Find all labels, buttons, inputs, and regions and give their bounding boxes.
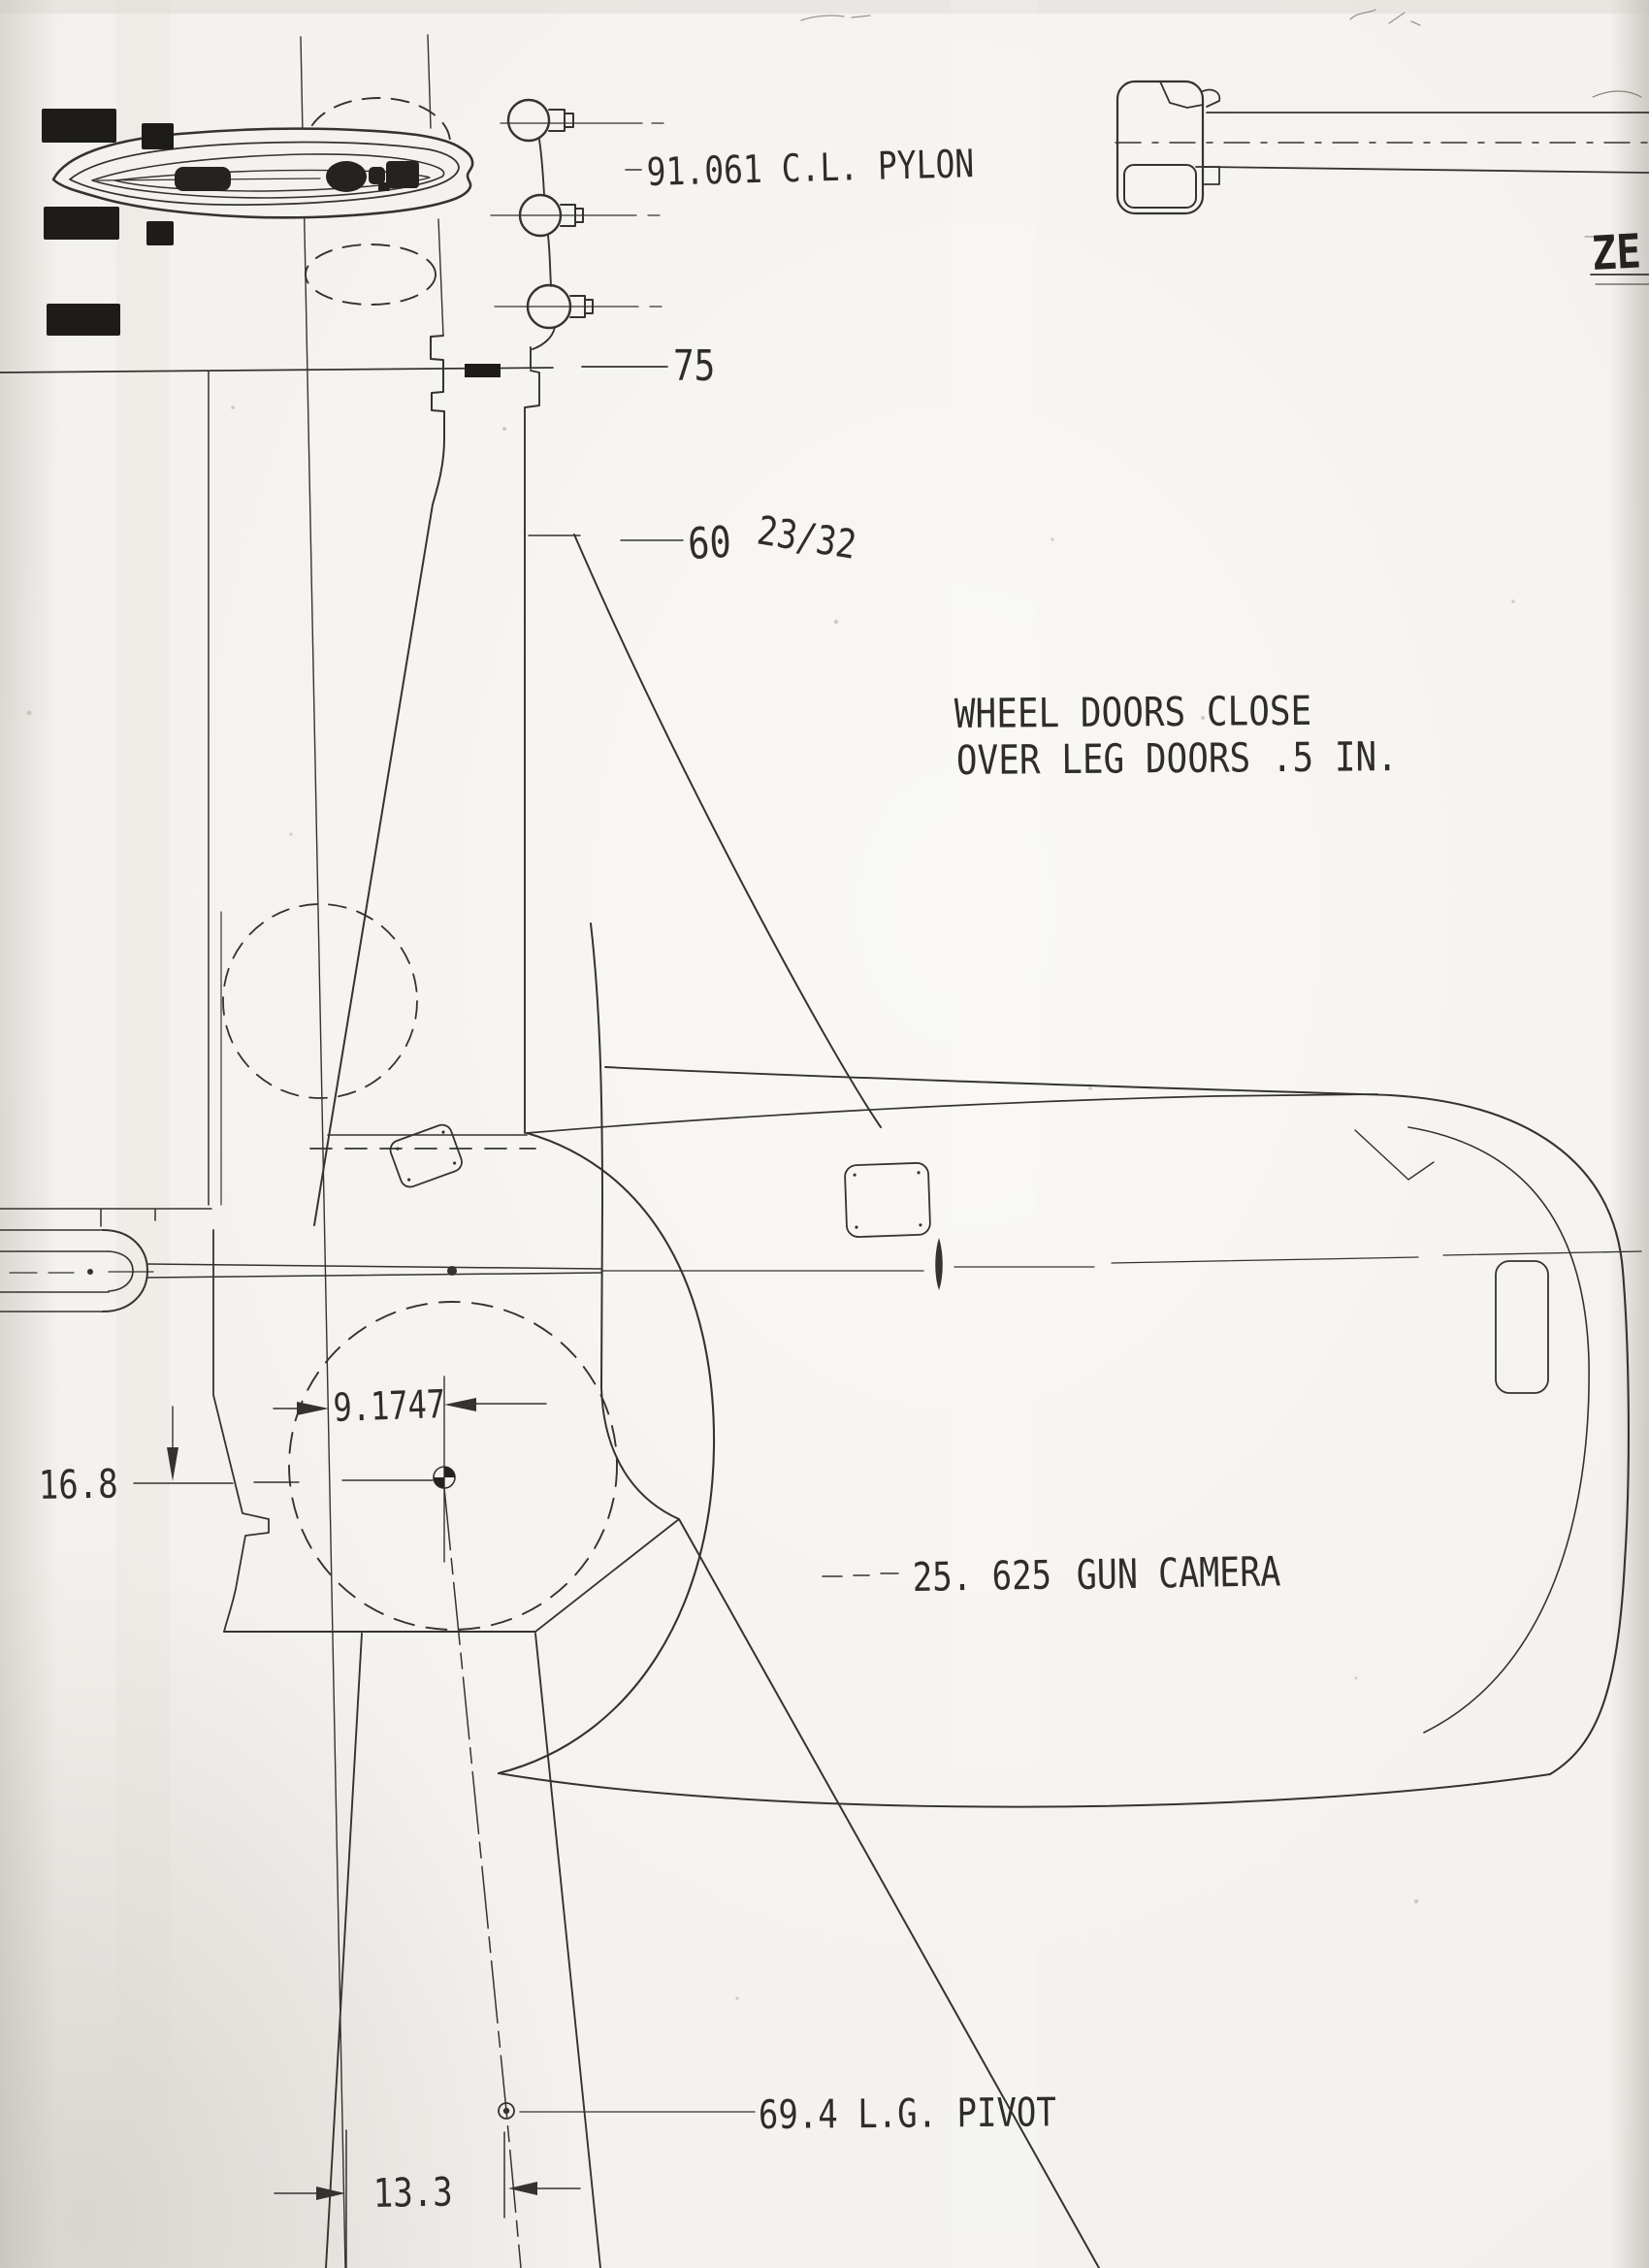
gun-rod (146, 1263, 602, 1279)
wheel-door-edge (534, 1518, 680, 1633)
fuselage-plan-view (325, 923, 1642, 2268)
gear-leg-lines (325, 1633, 601, 2268)
latch-detail (1159, 81, 1221, 109)
inboard-structure (0, 371, 602, 1633)
spinner-cap-outer (102, 1229, 148, 1312)
label-station-60: 60 (687, 516, 732, 568)
lg-pivot-symbol (498, 2102, 515, 2120)
drop-tank-plan-view (51, 127, 474, 337)
station-75-line (0, 366, 668, 373)
edge-stamp-lines (1584, 236, 1649, 285)
gun-tube-lines (0, 1229, 110, 1312)
sway-brace-fittings (490, 98, 664, 350)
pylon-right-edge (524, 346, 540, 1134)
fuselage-left-edge (590, 923, 1100, 2268)
centerline-dot (447, 1266, 457, 1276)
page-curl-mark (1592, 90, 1642, 98)
reference-lines (0, 34, 668, 2268)
tail-access-panel (1495, 1260, 1549, 1394)
tail-cap-inner (1407, 1126, 1590, 1733)
label-gun-camera: GUN CAMERA (1076, 1548, 1280, 1600)
dimension-13-3 (274, 2129, 581, 2268)
note-wheel-doors-line2: OVER LEG DOORS .5 IN. (956, 734, 1398, 785)
landing-gear-wheel-dashed (222, 903, 618, 1631)
dimension-16-8 (133, 1406, 300, 1484)
fuselage-bottom-sweep (498, 1772, 1551, 1808)
label-dim-13-3: 13.3 (372, 2169, 453, 2217)
gun-camera-leader (822, 1572, 899, 1577)
leading-edge-slant (573, 534, 882, 1128)
strut-reference-line (300, 36, 346, 2268)
aircraft-centerline (600, 1250, 1642, 1272)
pylon-centerline-lower (437, 218, 444, 337)
wing-te-upper (604, 1066, 1391, 1096)
access-panels (389, 1123, 931, 1238)
station-75-block (465, 364, 501, 377)
label-dim-16-8: 16.8 (38, 1461, 118, 1508)
lower-edge-steps (212, 1229, 270, 1633)
dimension-9-1747 (273, 1398, 547, 1415)
pylon-structure (309, 335, 882, 1226)
label-dim-9-1747: 9.1747 (333, 1380, 446, 1430)
note-wheel-doors-line1: WHEEL DOORS CLOSE (954, 688, 1312, 737)
wing-te-lower (526, 1093, 1378, 1134)
gear-strut-axis (443, 1487, 756, 2268)
spinner-cap-inner (108, 1250, 134, 1292)
tail-cap-ticks (1354, 1129, 1435, 1181)
label-gun-camera-station: 25. 625 (912, 1551, 1051, 1600)
station-lens-tick (935, 1238, 943, 1290)
tank-bottom-line (1203, 166, 1649, 174)
label-station-75: 75 (673, 342, 715, 391)
registration-marks (42, 109, 174, 336)
edge-stamp-text: ZE (1591, 224, 1642, 281)
tail-cap-outer (1388, 1093, 1630, 1776)
pylon-left-edge (313, 335, 445, 1226)
label-lg-pivot: 69.4 L.G. PIVOT (759, 2089, 1056, 2137)
scan-specks (26, 405, 1515, 2000)
tip-tank-assembly (1115, 80, 1649, 215)
label-pylon-station: 91.061 C.L. PYLON (646, 141, 975, 195)
pencil-marks (800, 9, 1421, 26)
cowling-arc (497, 1131, 716, 1775)
